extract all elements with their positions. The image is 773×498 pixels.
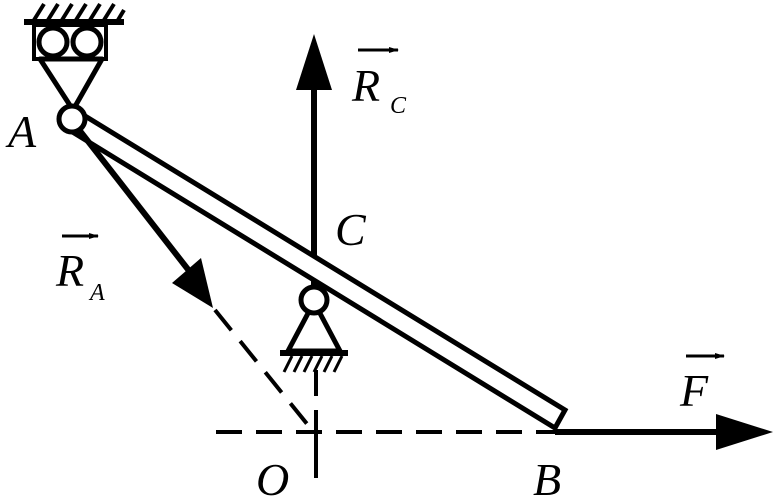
- roller-wheel-left: [36, 25, 70, 59]
- pin-c: [298, 284, 330, 316]
- label-a: A: [5, 106, 37, 157]
- label-ra-subscript: A: [88, 280, 105, 306]
- label-b: B: [533, 454, 561, 498]
- force-ra-arrowhead: [172, 258, 213, 308]
- force-f-vector: [555, 414, 773, 450]
- force-rc-arrowhead: [296, 34, 332, 90]
- label-f: F: [679, 353, 725, 416]
- label-o: O: [256, 454, 289, 498]
- roller-wheel-right: [70, 25, 104, 59]
- force-f-arrowhead: [716, 414, 773, 450]
- force-ra-line: [70, 120, 193, 274]
- label-f-letter: F: [679, 365, 709, 416]
- label-ra: R A: [55, 233, 105, 306]
- label-ra-letter: R: [55, 245, 84, 296]
- label-rc: R C: [351, 47, 407, 119]
- ceiling-hatching: [32, 2, 126, 22]
- support-a-roller: [24, 2, 126, 113]
- label-c: C: [335, 204, 367, 255]
- support-a-triangle: [37, 56, 105, 113]
- force-ra-vector: [70, 120, 213, 308]
- ground-hatching-c: [282, 355, 344, 373]
- pin-a: [56, 103, 88, 135]
- support-c-pin: [280, 284, 348, 373]
- label-rc-letter: R: [351, 60, 380, 111]
- label-rc-subscript: C: [390, 93, 407, 119]
- dashed-ra-extension: [213, 308, 318, 437]
